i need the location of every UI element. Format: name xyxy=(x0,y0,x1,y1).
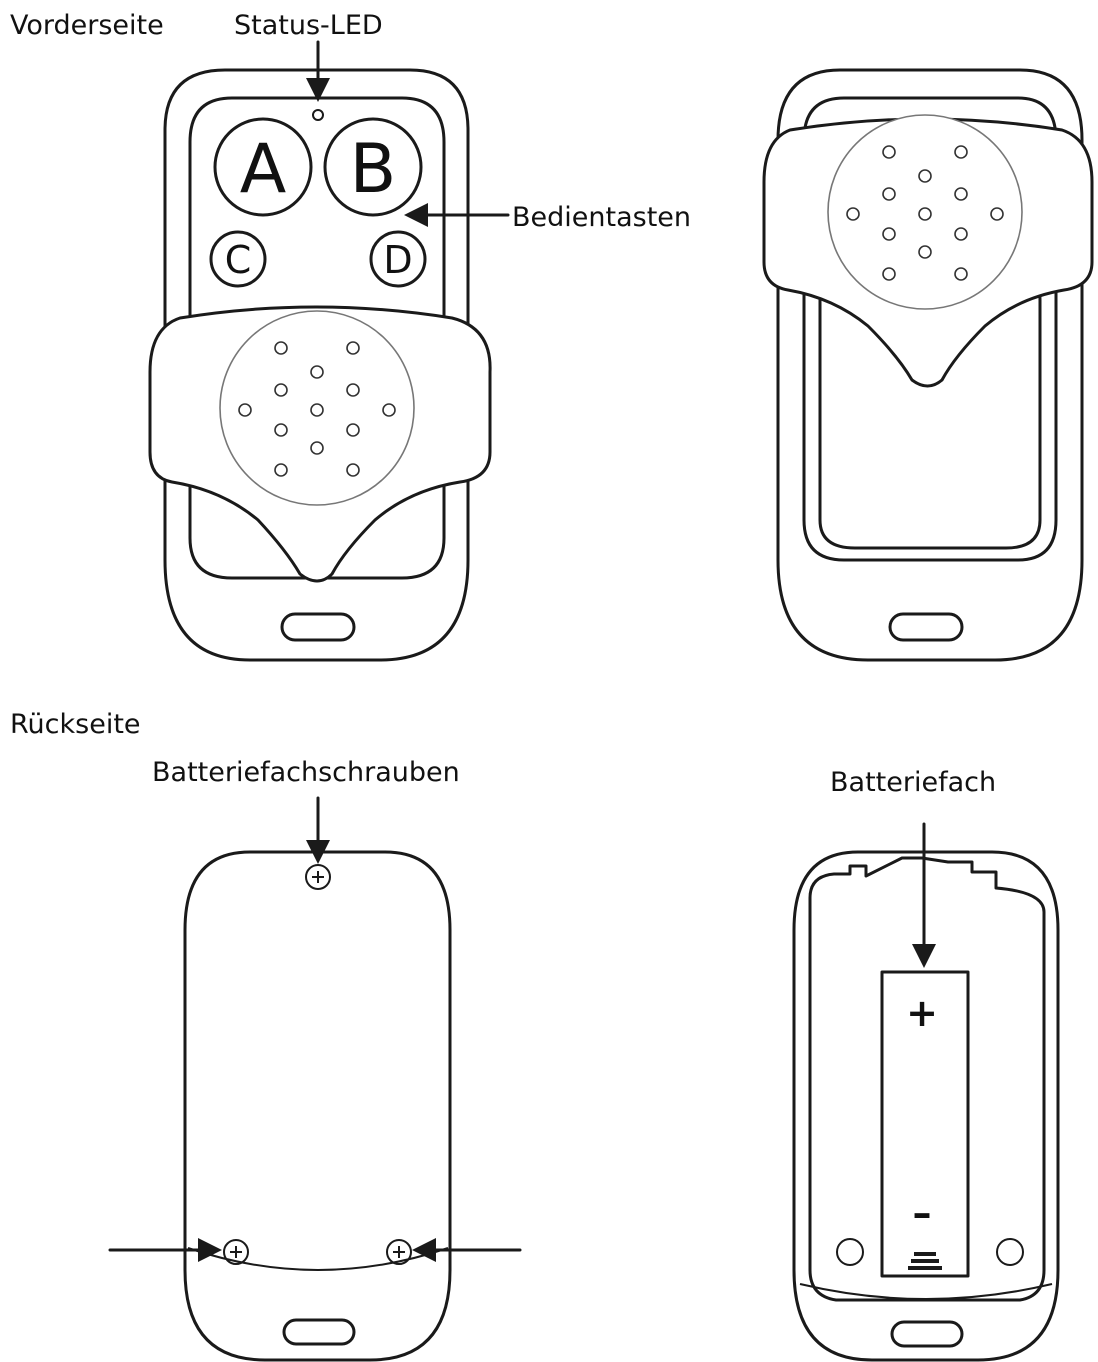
screw-top xyxy=(305,864,331,890)
battery-compartment-label: Batteriefach xyxy=(830,767,996,798)
button-d-label: D xyxy=(383,238,412,282)
battery-plus-sign: + xyxy=(906,991,938,1035)
front-remote: A B C D xyxy=(148,68,492,662)
button-a[interactable]: A xyxy=(213,117,313,217)
battery-spring xyxy=(908,1252,942,1270)
button-c[interactable]: C xyxy=(209,230,267,288)
button-d[interactable]: D xyxy=(369,230,427,288)
button-a-label: A xyxy=(240,130,287,209)
battery-minus-sign: – xyxy=(913,1191,932,1235)
control-buttons-label: Bedientasten xyxy=(512,202,691,233)
battery-slot xyxy=(880,970,970,1278)
back-remote xyxy=(183,850,452,1362)
battery-screws-label: Batteriefachschrauben xyxy=(152,757,460,788)
back-side-label: Rückseite xyxy=(10,709,141,740)
front-remote-cover-closed xyxy=(762,68,1094,662)
screw-bottom-left xyxy=(223,1239,249,1265)
status-led xyxy=(312,109,324,121)
status-led-label: Status-LED xyxy=(234,10,383,41)
battery-compartment-view: + – xyxy=(792,850,1060,1362)
button-b-label: B xyxy=(350,130,397,209)
screw-bottom-right xyxy=(386,1239,412,1265)
button-b[interactable]: B xyxy=(323,117,423,217)
button-c-label: C xyxy=(225,238,252,282)
front-side-label: Vorderseite xyxy=(10,10,164,41)
